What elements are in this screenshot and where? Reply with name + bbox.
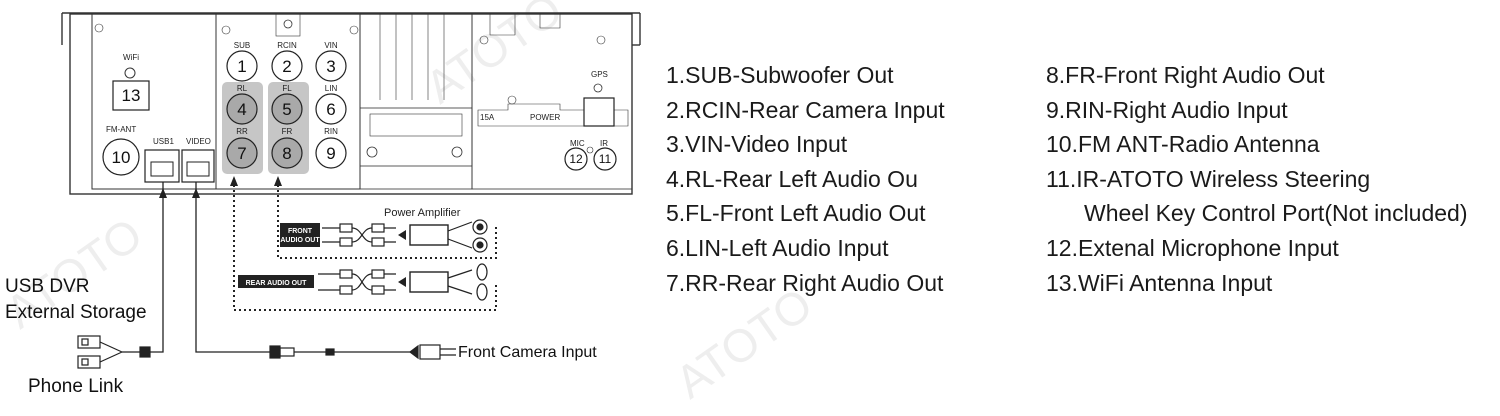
fm-antenna-port — [102, 138, 140, 176]
lin-port — [315, 93, 347, 125]
legend-item-12: 12.Extenal Microphone Input — [1046, 234, 1339, 261]
power-amplifier-label: Power Amplifier — [384, 207, 461, 219]
wifi-label: WiFi — [123, 53, 139, 62]
vin-port-number: 3 — [326, 57, 335, 76]
fl-port-number: 5 — [282, 100, 291, 119]
legend-item-10: 10.FM ANT-Radio Antenna — [1046, 131, 1320, 158]
legend-item-4: 4.RL-Rear Left Audio Ou — [666, 165, 918, 192]
fl-port — [271, 93, 303, 125]
fr-port — [271, 137, 303, 169]
rl-port — [226, 93, 258, 125]
legend-left-column: 1.SUB-Subwoofer Out 2.RCIN-Rear Camera I… — [666, 58, 945, 300]
rcin-label: RCIN — [277, 41, 297, 50]
mic-port — [564, 147, 588, 171]
fmant-port-number: 10 — [112, 148, 131, 167]
legend-item-8: 8.FR-Front Right Audio Out — [1046, 62, 1325, 88]
mic-label: MIC — [570, 139, 585, 148]
rcin-port-number: 2 — [282, 57, 291, 76]
legend-item-2: 2.RCIN-Rear Camera Input — [666, 96, 945, 123]
front-audio-arrow-icon — [274, 176, 282, 186]
external-storage-label: External Storage — [5, 302, 147, 323]
legend-item-3: 3.VIN-Video Input — [666, 131, 848, 158]
rin-port — [315, 137, 347, 169]
legend-item-5: 5.FL-Front Left Audio Out — [666, 200, 926, 227]
rcin-port — [271, 50, 303, 82]
rear-rca-cable-icon — [318, 269, 396, 295]
front-camera-cable-icon — [269, 344, 456, 360]
ir-label: IR — [600, 139, 608, 148]
vin-port — [315, 50, 347, 82]
wifi-screw-icon — [124, 67, 136, 79]
sub-port-number: 1 — [237, 57, 246, 76]
fmant-label: FM-ANT — [106, 125, 136, 134]
front-arrow-icon — [398, 230, 406, 240]
sub-label: SUB — [234, 41, 250, 50]
legend-item-13: 13.WiFi Antenna Input — [1046, 269, 1273, 296]
front-audio-out-label-1: FRONT — [288, 228, 313, 235]
front-amplifier-box — [409, 224, 449, 246]
gps-port — [583, 97, 615, 127]
front-camera-label: Front Camera Input — [458, 344, 597, 361]
audio-wiring — [233, 180, 497, 311]
rin-label: RIN — [324, 127, 338, 136]
rear-audio-out-label: REAR AUDIO OUT — [246, 280, 308, 287]
video-arrow-icon — [192, 188, 200, 198]
gps-screw-icon — [593, 83, 603, 93]
legend-item-11: 11.IR-ATOTO Wireless Steering — [1046, 165, 1371, 192]
rear-amplifier-box — [409, 271, 449, 293]
front-rca-cable-icon — [322, 223, 396, 247]
rr-port-number: 7 — [237, 144, 246, 163]
mic-port-number: 12 — [569, 152, 583, 166]
lin-label: LIN — [325, 84, 338, 93]
rin-port-number: 9 — [326, 144, 335, 163]
rear-speakers-icon — [447, 263, 488, 301]
legend-item-6: 6.LIN-Left Audio Input — [666, 234, 889, 261]
usb-arrow-icon — [159, 188, 167, 198]
rr-label: RR — [236, 127, 248, 136]
fr-label: FR — [282, 127, 293, 136]
legend-item-7: 7.RR-Rear Right Audio Out — [666, 269, 944, 296]
front-audio-out-tag — [280, 223, 320, 247]
ir-port — [593, 147, 617, 171]
legend-item-1: 1.SUB-Subwoofer Out — [666, 62, 894, 88]
rl-label: RL — [237, 84, 248, 93]
usb-port-inner — [150, 161, 174, 177]
legend-item-9: 9.RIN-Right Audio Input — [1046, 96, 1288, 123]
usb-cable — [150, 182, 270, 353]
head-unit-back-panel — [61, 12, 641, 195]
usb-label: USB1 — [153, 137, 174, 146]
video-label: VIDEO — [186, 137, 211, 146]
watermark: ATOTO — [416, 0, 571, 113]
wifi-port-number: 13 — [122, 86, 141, 105]
front-audio-out-label-2: AUDIO OUT — [280, 237, 320, 244]
front-speakers-icon — [447, 219, 488, 253]
wifi-antenna-port — [112, 80, 150, 111]
legend-right-column: 8.FR-Front Right Audio Out 9.RIN-Right A… — [1046, 58, 1468, 300]
phone-link-label: Phone Link — [28, 376, 124, 397]
video-port-inner — [186, 161, 210, 177]
gps-label: GPS — [591, 70, 608, 79]
ir-port-number: 11 — [599, 152, 612, 166]
power-label: POWER — [530, 113, 560, 122]
fl-label: FL — [282, 84, 292, 93]
sub-port — [226, 50, 258, 82]
usb-dvr-label: USB DVR — [5, 276, 89, 297]
usb-dvr-connector-icon — [77, 335, 151, 369]
rear-arrow-icon — [398, 277, 406, 287]
fuse-label: 15A — [480, 113, 495, 122]
rear-audio-out-tag — [238, 275, 314, 288]
rr-port — [226, 137, 258, 169]
rl-port-number: 4 — [237, 100, 246, 119]
fr-port-number: 8 — [282, 144, 291, 163]
lin-port-number: 6 — [326, 100, 335, 119]
rear-audio-arrow-icon — [230, 176, 238, 186]
vin-label: VIN — [324, 41, 338, 50]
legend-item-11-continued: Wheel Key Control Port(Not included) — [1084, 200, 1468, 227]
